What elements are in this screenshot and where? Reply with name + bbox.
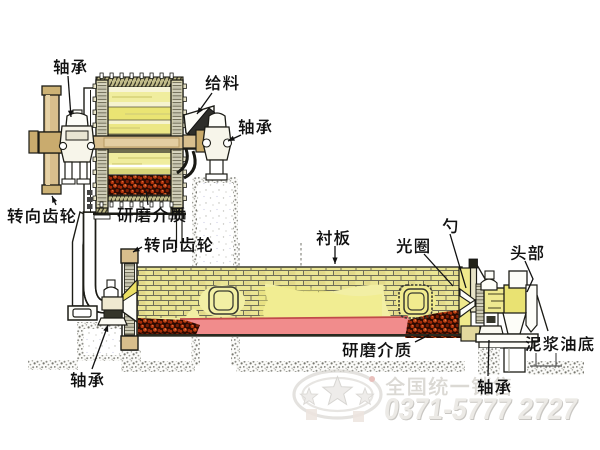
svg-text:0371-5777 2727: 0371-5777 2727: [382, 393, 580, 426]
svg-text:0371-5777 2727: 0371-5777 2727: [383, 394, 581, 427]
